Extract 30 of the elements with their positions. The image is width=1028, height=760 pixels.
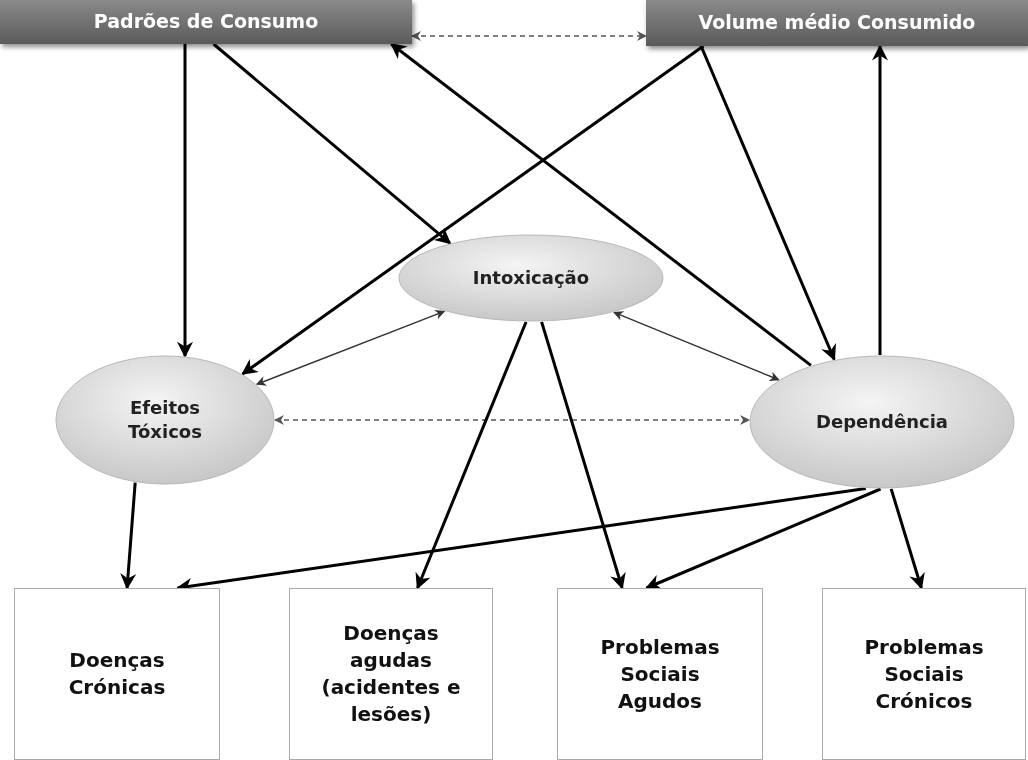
node-label: Intoxicação <box>472 265 590 290</box>
arrow <box>415 321 528 590</box>
node-label: Problemas Sociais Crónicos <box>863 633 985 715</box>
node-label: Padrões de Consumo <box>93 9 319 35</box>
outcome-box <box>557 588 763 760</box>
arrow <box>120 482 137 590</box>
arrow <box>177 44 193 358</box>
node-label: Dependência <box>816 409 948 434</box>
node-label: Efeitos Tóxicos <box>127 395 203 444</box>
arrow <box>411 31 647 41</box>
outcome-box <box>289 588 493 760</box>
arrow <box>645 487 882 590</box>
node-label: Doenças agudas (acidentes e lesões) <box>320 620 462 728</box>
arrow <box>255 309 446 386</box>
arrow <box>613 311 780 381</box>
arrow <box>390 42 812 367</box>
arrow <box>212 42 452 245</box>
node-label: Problemas Sociais Agudos <box>599 633 721 715</box>
node-label: Volume médio Consumido <box>698 10 976 36</box>
arrow <box>699 45 836 361</box>
arrow <box>241 44 705 376</box>
outcome-box <box>822 588 1026 760</box>
node-label: Doenças Crónicas <box>67 647 167 701</box>
outcome-box <box>14 588 220 760</box>
header-box <box>646 0 1028 46</box>
arrow <box>889 488 925 590</box>
arrow <box>540 321 626 590</box>
header-box <box>0 0 412 44</box>
arrow <box>274 415 751 425</box>
arrow <box>872 44 888 355</box>
